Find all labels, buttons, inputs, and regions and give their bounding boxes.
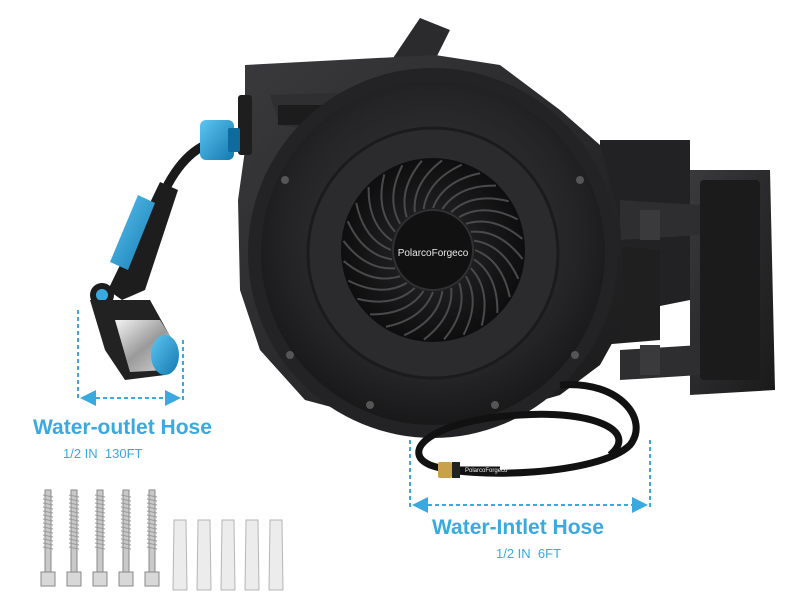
fan-blade: [370, 290, 425, 316]
outlet-hose-and-nozzle: [90, 95, 252, 380]
fan-blade: [450, 197, 509, 213]
fan-blade: [470, 267, 486, 326]
hose-brand-print: PolarcoForgeco: [465, 468, 508, 474]
inlet-hose-fitting: [438, 462, 460, 478]
wall-anchor: [172, 519, 188, 591]
fan-blade: [380, 174, 396, 233]
fan-blade: [367, 187, 393, 242]
fan-blade: [473, 258, 499, 313]
fan-blade: [441, 184, 496, 210]
fan-blade: [432, 172, 481, 209]
fan-blade: [413, 159, 443, 213]
outlet-hose-title: Water-outlet Hose: [33, 416, 212, 439]
fan-blade: [423, 287, 453, 341]
fan-blade: [462, 275, 474, 336]
inlet-hose-title: Water-Intlet Hose: [432, 516, 604, 539]
fan-blade: [355, 202, 392, 251]
fan-blade: [392, 164, 404, 225]
mounting-hardware: [40, 489, 284, 591]
wall-bracket: [600, 140, 775, 395]
screw: [92, 489, 108, 587]
fan-blade: [458, 209, 519, 221]
inlet-dimension-marker: [409, 440, 651, 513]
brand-logo: PolarcoForgeco: [398, 248, 469, 259]
fan-blade: [342, 240, 396, 270]
wall-anchor: [244, 519, 260, 591]
fan-blade: [347, 279, 408, 291]
outlet-dimension-marker: [77, 310, 184, 406]
fan-blade: [422, 163, 463, 210]
fan-blade: [346, 220, 393, 261]
screw: [40, 489, 56, 587]
wall-anchor: [220, 519, 236, 591]
wall-anchor: [196, 519, 212, 591]
outlet-hose-spec: 1/2 IN 130FT: [63, 446, 143, 461]
fan-blade: [343, 260, 401, 280]
reel-housing: [238, 18, 625, 438]
fan-blade: [473, 239, 520, 280]
fan-blade: [465, 220, 523, 240]
fan-blade: [470, 230, 524, 260]
fan-blade: [443, 282, 463, 340]
fan-blade: [403, 160, 423, 218]
fan-blade: [403, 290, 444, 337]
inlet-hose-spec: 1/2 IN 6FT: [496, 546, 562, 561]
screw: [66, 489, 82, 587]
screw: [144, 489, 160, 587]
screw: [118, 489, 134, 587]
fan-blade: [357, 287, 416, 303]
fan-blade: [385, 291, 434, 328]
fan-blade: [474, 249, 511, 298]
wall-anchor: [268, 519, 284, 591]
